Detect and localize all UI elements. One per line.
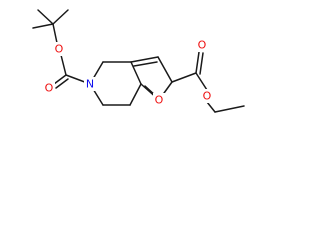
bond-tbu-methyl-right bbox=[52, 9, 69, 25]
bond-c3-c2 bbox=[157, 56, 173, 83]
ester-ether-oxygen-atom: O bbox=[201, 89, 213, 103]
bond-tbu-methyl-left bbox=[37, 9, 54, 25]
boc-carbonyl-oxygen-atom: O bbox=[43, 81, 55, 95]
atom-label-o-furan: O bbox=[155, 94, 164, 107]
atom-label-o-ester-carbonyl: O bbox=[198, 39, 207, 52]
bond-tbu-methyl-down bbox=[32, 23, 54, 29]
bond-ch2-ch3 bbox=[214, 105, 245, 113]
bond-c2-ester-c bbox=[171, 72, 197, 83]
bond-c7a-c7-a bbox=[129, 83, 142, 106]
atom-label-n: N bbox=[86, 78, 94, 91]
bond-c3a-c3-single bbox=[130, 56, 159, 63]
molecule-structure: N O O O O O bbox=[32, 9, 245, 113]
ester-carbonyl-oxygen-atom: O bbox=[196, 38, 208, 52]
bond-c3a-c3-inner bbox=[133, 61, 158, 67]
bond-tbu-o bbox=[52, 23, 58, 44]
bond-ester-c-o-double-b bbox=[199, 52, 204, 75]
nitrogen-atom: N bbox=[84, 77, 96, 91]
bond-c3a-c7a bbox=[130, 61, 142, 85]
bond-ester-c-o-double-a bbox=[195, 51, 200, 74]
bond-boc-c-o-double-b bbox=[55, 78, 69, 89]
atom-labels: N O O O O O bbox=[43, 38, 213, 107]
atom-label-o-boc-carbonyl: O bbox=[45, 82, 54, 95]
bond-ester-o-ch2 bbox=[206, 101, 216, 113]
bond-ester-c-o-single bbox=[195, 72, 208, 91]
furan-oxygen-atom: O bbox=[153, 93, 165, 107]
atom-label-o-boc-ester: O bbox=[55, 43, 64, 56]
bond-boc-o-c bbox=[60, 54, 67, 76]
boc-ester-oxygen-atom: O bbox=[53, 42, 65, 56]
bond-boc-c-o-double-a bbox=[53, 74, 67, 85]
atom-label-o-ester-ether: O bbox=[203, 90, 212, 103]
